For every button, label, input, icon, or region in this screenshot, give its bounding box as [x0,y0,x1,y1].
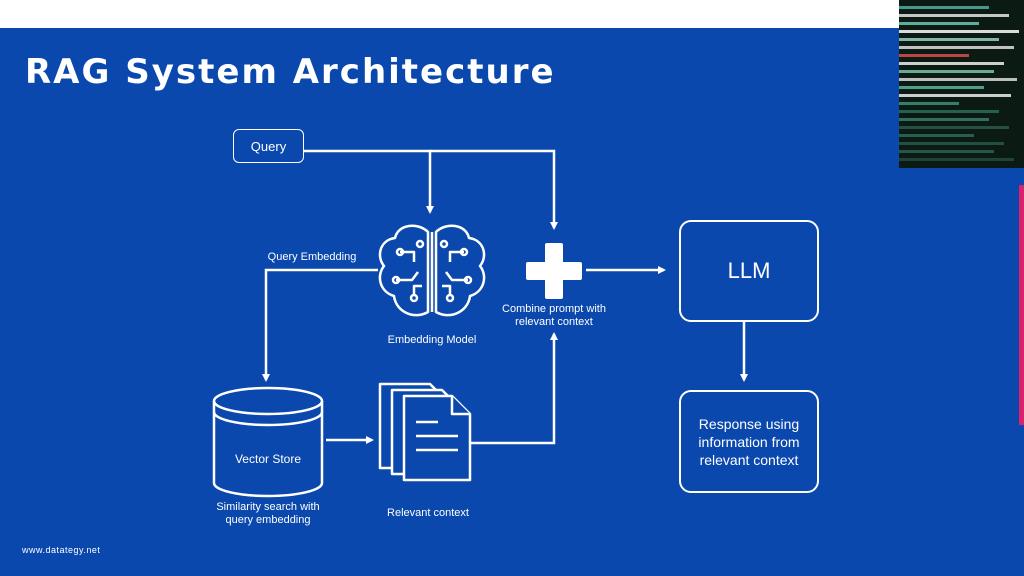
response-line-3: relevant context [699,451,799,468]
combine-label-line-1: Combine prompt with [502,303,606,315]
vector-store-label: Vector Store [234,452,302,466]
combine-label-line-2: relevant context [515,316,593,328]
arrow-embedding-to-store [262,268,378,382]
similarity-line-2: query embedding [225,514,311,526]
query-label: Query [250,138,287,154]
slide-background [0,28,1024,576]
plus-icon [526,243,582,299]
code-thumbnail-image [899,0,1024,168]
relevant-context-label: Relevant context [387,507,469,519]
response-box: Response using information from relevant… [679,390,819,493]
combine-label: Combine prompt with relevant context [494,303,614,329]
embedding-model-label: Embedding Model [387,334,477,346]
arrow-query-to-combine [430,149,558,230]
similarity-search-label: Similarity search with query embedding [204,501,332,527]
documents-icon [378,382,472,482]
query-box: Query [233,129,304,163]
arrow-context-to-combine [470,332,558,445]
brain-circuit-icon [378,224,486,317]
footer-url: www.datategy.net [22,545,101,555]
database-icon [212,386,324,498]
llm-label: LLM [727,258,771,283]
query-embedding-label: Query Embedding [267,251,357,263]
accent-bar [1019,185,1024,425]
llm-box: LLM [679,220,819,322]
similarity-line-1: Similarity search with [216,501,320,513]
response-line-1: Response using [698,415,800,432]
response-line-2: information from [698,433,800,450]
arrow-query-to-model [304,149,434,214]
slide-title: RAG System Architecture [25,52,556,92]
